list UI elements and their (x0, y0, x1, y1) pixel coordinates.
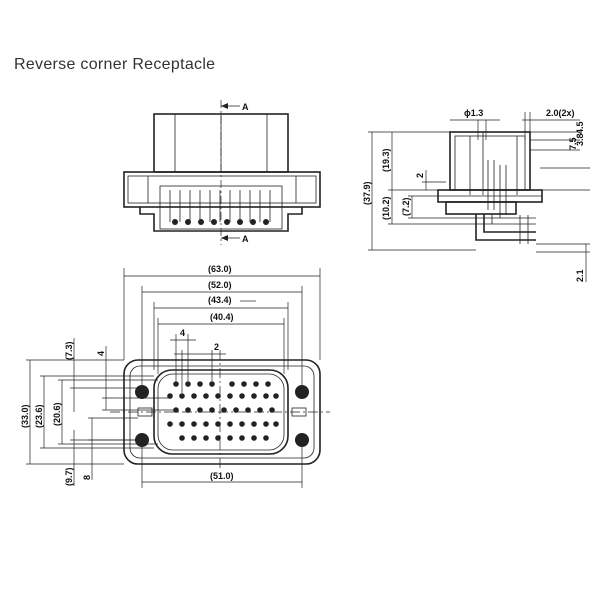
dim-hole-dia: ϕ1.3 (464, 108, 483, 118)
section-mark-top: A (242, 102, 249, 112)
top-view: A A (123, 100, 321, 245)
front-view: (63.0) (52.0) (43.4) (40.4) 4 2 (51.0) (… (20, 264, 330, 488)
dim-height-total: (37.9) (362, 181, 372, 205)
dim-h-step-bottom: 8 (82, 475, 92, 480)
dim-h-bottom: (9.7) (64, 467, 74, 486)
section-mark-bottom: A (242, 234, 249, 244)
pin-field (167, 381, 279, 441)
dim-w-flange: (52.0) (208, 280, 232, 290)
dim-pitch: 2.0(2x) (546, 108, 575, 118)
dim-w-bottom: (51.0) (210, 471, 234, 481)
dim-h-body: (20.6) (52, 402, 62, 426)
dim-offset-a: 4.5 (575, 121, 585, 134)
dim-w-body: (43.4) (208, 295, 232, 305)
dim-w-overall: (63.0) (208, 264, 232, 274)
dim-h-overall: (33.0) (20, 404, 30, 428)
dim-height-upper: (19.3) (381, 148, 391, 172)
dim-height-mid: (7.2) (401, 197, 411, 216)
dim-pin-pitch: 4 (180, 328, 185, 338)
dim-offset-c: 7.5 (568, 137, 578, 150)
pin-slots-row (169, 190, 271, 225)
dim-h-step-top: 4 (96, 351, 106, 356)
dim-w-inner: (40.4) (210, 312, 234, 322)
dim-offset-b: 3.8 (575, 133, 585, 146)
page-title: Reverse corner Receptacle (14, 56, 216, 73)
dim-step: 2 (415, 173, 425, 178)
dim-h-flange: (23.6) (34, 404, 44, 428)
dim-pin-small: 2 (214, 342, 219, 352)
dim-bottom: 2.1 (575, 269, 585, 282)
side-view: ϕ1.3 2.0(2x) 4.5 3.8 7.5 2.1 (37.9) (19.… (362, 108, 590, 282)
dim-height-lower: (10.2) (381, 196, 391, 220)
dim-h-top: (7.3) (64, 341, 74, 360)
